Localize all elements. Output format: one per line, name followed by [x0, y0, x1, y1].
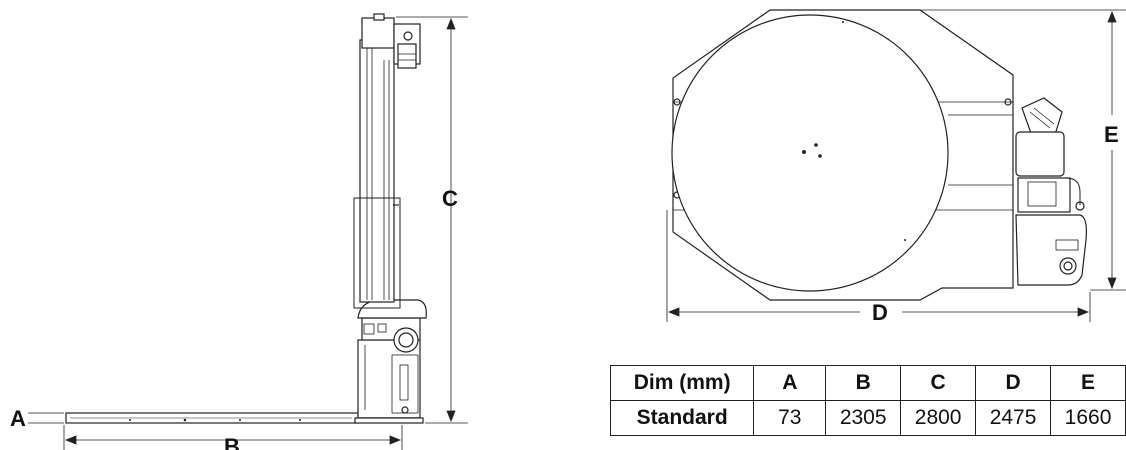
top-view [666, 9, 1126, 322]
dimension-a-lines [28, 412, 64, 424]
dimension-label-e: E [1104, 122, 1119, 147]
dimensions-table: Dim (mm) A B C D E Standard 73 2305 2800… [609, 365, 1126, 436]
table-row: Standard 73 2305 2800 2475 1660 [609, 400, 1126, 436]
turntable-disc [671, 14, 949, 292]
table-cell: 2305 [825, 400, 902, 436]
top-unit [361, 17, 395, 49]
dimension-b-lines [63, 425, 403, 450]
side-view [28, 13, 468, 450]
table-cell: 2800 [900, 400, 977, 436]
table-row-head: Standard [609, 400, 755, 436]
dimension-label-c: C [442, 186, 458, 211]
top-view-motor [1015, 97, 1085, 213]
table-cell: 2475 [975, 400, 1052, 436]
dimension-label-a: A [10, 406, 26, 431]
table-header-cell: B [825, 365, 902, 401]
table-cell: 73 [753, 400, 827, 436]
dimension-d-lines [666, 210, 1091, 322]
dimension-label-d: D [872, 300, 888, 325]
table-cell: 1660 [1050, 400, 1126, 436]
table-header-cell: D [975, 365, 1052, 401]
carriage [353, 197, 401, 309]
dimension-label-b: B [224, 434, 240, 450]
table-header-cell: E [1050, 365, 1126, 401]
table-header-row: Dim (mm) A B C D E [609, 365, 1126, 401]
table-header-cell: C [900, 365, 977, 401]
table-header-cell: A [753, 365, 827, 401]
dimension-c-lines [396, 16, 468, 424]
dimension-e-lines [920, 9, 1126, 291]
top-view-control-box [1015, 214, 1087, 286]
table-header-cell: Dim (mm) [609, 365, 755, 401]
